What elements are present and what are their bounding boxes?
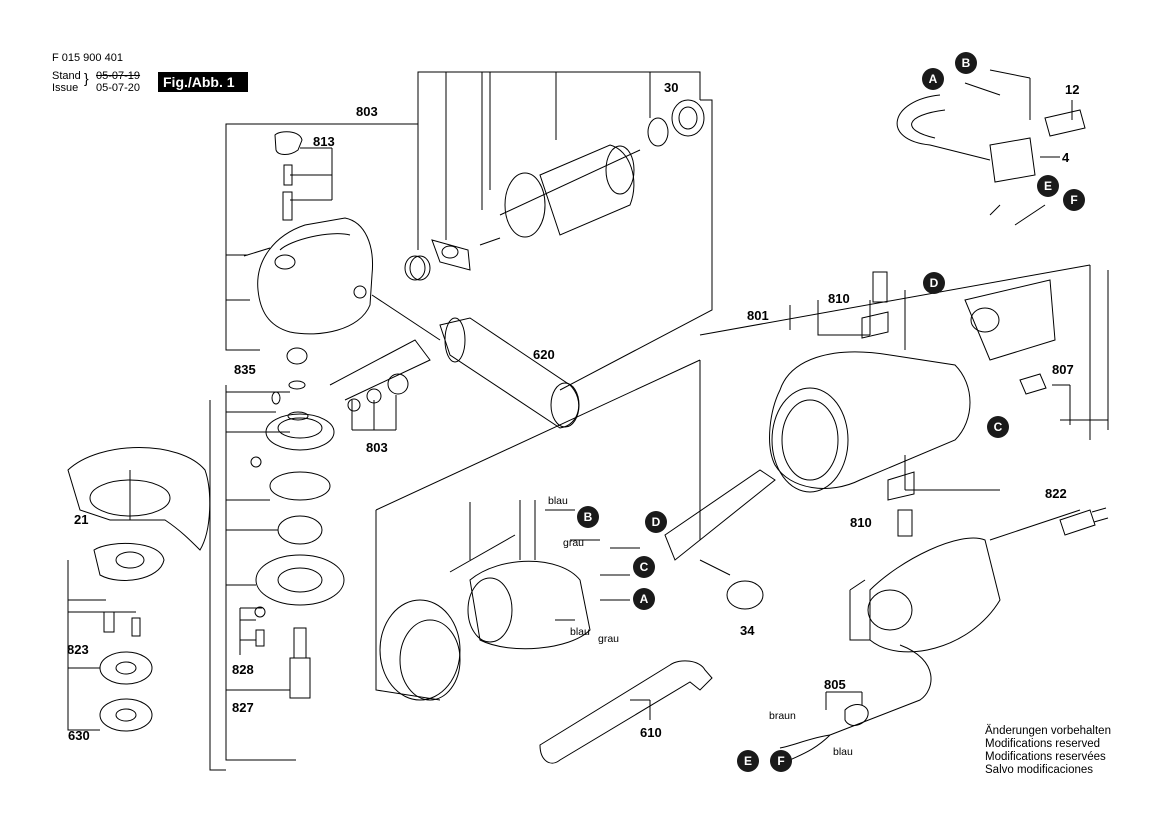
bracket-813 — [290, 147, 333, 201]
notes-line-4: Salvo modificaciones — [985, 764, 1094, 776]
callout-b-top: B — [955, 52, 977, 74]
brace: } — [84, 70, 89, 86]
callout-f-bot: F — [770, 750, 792, 772]
wire-label-blau-3: blau — [833, 746, 853, 758]
part-number-803-mid: 803 — [366, 440, 388, 455]
switch-wiring-12-4 — [896, 69, 1086, 226]
part-number-30: 30 — [664, 80, 679, 95]
part-number-823: 823 — [67, 642, 89, 657]
part-number-807: 807 — [1052, 362, 1074, 377]
notes-line-3: Modifications reservées — [985, 751, 1106, 763]
callout-d-mid: D — [645, 511, 667, 533]
part-number-813: 813 — [313, 134, 335, 149]
stand-label: Stand — [52, 70, 81, 82]
wrench-610 — [539, 660, 713, 764]
callout-f-top: F — [1063, 189, 1085, 211]
part-number-803-top: 803 — [356, 104, 378, 119]
issue-label: Issue — [52, 82, 79, 94]
wire-label-blau-1: blau — [548, 495, 568, 507]
part-number-12: 12 — [1065, 82, 1080, 97]
callout-c-mid: C — [633, 556, 655, 578]
wire-label-grau-1: grau — [563, 537, 585, 549]
notes-line-2: Modifications reserved — [985, 738, 1101, 750]
part-number-810-top: 810 — [828, 291, 850, 306]
gear-stack-835 — [225, 347, 345, 761]
wire-label-blau-2: blau — [570, 626, 590, 638]
part-number-822: 822 — [1045, 486, 1067, 501]
bracket-803-mid — [329, 339, 431, 431]
part-number-34: 34 — [740, 623, 755, 638]
motor-housing — [664, 265, 1109, 610]
armature-assembly — [404, 99, 713, 391]
callout-d-top: D — [923, 272, 945, 294]
part-number-630: 630 — [68, 728, 90, 743]
part-number-805: 805 — [824, 677, 846, 692]
wire-label-braun: braun — [769, 710, 796, 722]
bracket-803-top — [225, 71, 701, 351]
callout-a-mid: A — [633, 588, 655, 610]
document-number: F 015 900 401 — [52, 52, 123, 64]
part-number-827: 827 — [232, 700, 254, 715]
wheel-guard-21 — [67, 400, 226, 771]
gear-housing-cover — [243, 131, 374, 335]
wire-label-grau-2: grau — [598, 633, 620, 645]
part-number-610: 610 — [640, 725, 662, 740]
callout-e-bot: E — [737, 750, 759, 772]
figure-label: Fig./Abb. 1 — [158, 72, 248, 92]
part-number-4: 4 — [1062, 150, 1070, 165]
callout-a-top: A — [922, 68, 944, 90]
part-number-620: 620 — [533, 347, 555, 362]
part-number-835: 835 — [234, 362, 256, 377]
stator-frame-801 — [375, 264, 1091, 701]
part-number-810-bot: 810 — [850, 515, 872, 530]
part-number-828: 828 — [232, 662, 254, 677]
part-number-21: 21 — [74, 512, 89, 527]
issue-date: 05-07-20 — [96, 82, 141, 94]
bracket-828 — [239, 606, 266, 655]
auxiliary-handle-620 — [371, 294, 580, 429]
rear-handle-and-cord — [779, 507, 1109, 761]
callout-e-top: E — [1037, 175, 1059, 197]
callout-b-mid: B — [577, 506, 599, 528]
part-number-801: 801 — [747, 308, 769, 323]
notes-line-1: Änderungen vorbehalten — [985, 725, 1111, 737]
callout-c-right: C — [987, 416, 1009, 438]
stand-date: 05-07-19 — [96, 70, 141, 82]
